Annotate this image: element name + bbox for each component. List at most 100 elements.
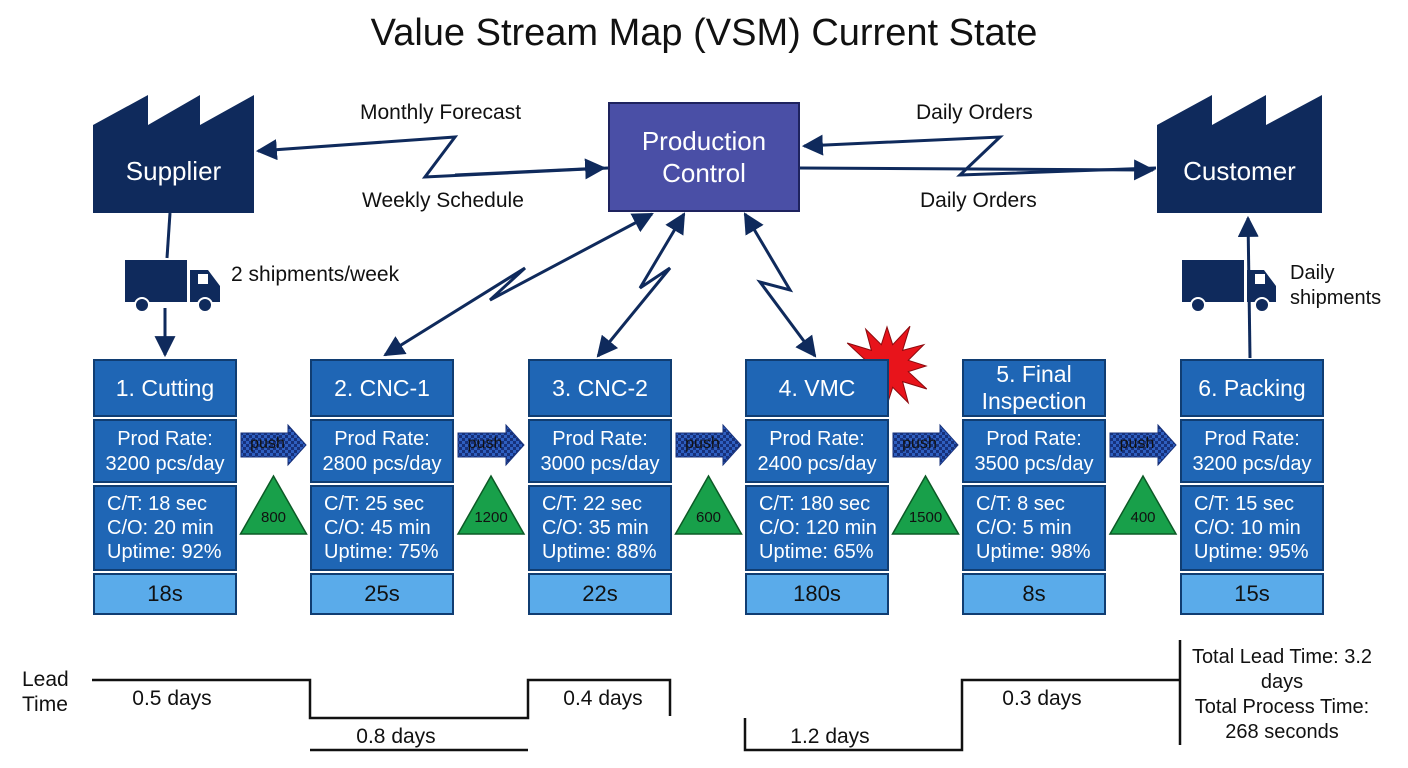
changeover-time: C/O: 5 min	[976, 517, 1072, 539]
supplier-flow-line	[165, 212, 172, 259]
inventory-triangle-icon	[1108, 474, 1178, 535]
daily-orders-in-arrow	[801, 134, 1157, 177]
process-rate: Prod Rate: 3000 pcs/day	[528, 419, 672, 483]
process-name: 2. CNC-1	[310, 359, 454, 417]
uptime: Uptime: 98%	[976, 541, 1091, 563]
inventory-value: 1200	[474, 509, 508, 526]
uptime: Uptime: 65%	[759, 541, 874, 563]
lead-time-segment: 0.3 days	[1002, 687, 1082, 710]
lead-time-segment: 0.8 days	[356, 725, 436, 748]
daily-orders-in-label: Daily Orders	[916, 101, 1033, 124]
changeover-time: C/O: 35 min	[542, 517, 649, 539]
page-title: Value Stream Map (VSM) Current State	[370, 12, 1038, 54]
changeover-time: C/O: 45 min	[324, 517, 431, 539]
customer-shipments-line2: shipments	[1290, 287, 1382, 309]
push-label: push	[685, 435, 720, 452]
cycle-time: C/T: 18 sec	[107, 493, 208, 515]
rate-value: 3500 pcs/day	[974, 453, 1094, 475]
push-arrow-icon	[892, 423, 959, 467]
production-control-box: Production Control	[608, 102, 800, 212]
supplier-factory-icon	[93, 95, 254, 213]
push-label: push	[467, 435, 503, 452]
process-time: 180s	[745, 573, 889, 615]
inventory-value: 1500	[908, 509, 943, 526]
process-time: 15s	[1180, 573, 1324, 615]
customer-shipments-line1: Daily	[1290, 262, 1335, 284]
push-arrow-icon	[1109, 423, 1177, 467]
inventory-value: 600	[695, 509, 722, 526]
supplier-shipments-label: 2 shipments/week	[231, 263, 400, 286]
rate-value: 3200 pcs/day	[1192, 453, 1312, 475]
customer-factory-icon	[1157, 95, 1322, 213]
process-time: 8s	[962, 573, 1106, 615]
uptime: Uptime: 92%	[107, 541, 222, 563]
rate-value: 2800 pcs/day	[322, 453, 442, 475]
cycle-time: C/T: 15 sec	[1194, 493, 1295, 515]
process-rate: Prod Rate: 3500 pcs/day	[962, 419, 1106, 483]
lead-time-segment: 0.5 days	[132, 687, 212, 710]
lead-time-segment: 1.2 days	[790, 725, 870, 748]
customer-truck-icon	[1182, 260, 1276, 313]
process-time: 25s	[310, 573, 454, 615]
uptime: Uptime: 88%	[542, 541, 657, 563]
rate-label: Prod Rate:	[769, 428, 865, 450]
inventory-triangle-icon	[239, 474, 308, 535]
uptime: Uptime: 75%	[324, 541, 439, 563]
weekly-schedule-line	[454, 158, 607, 180]
supplier-label: Supplier	[125, 156, 222, 186]
changeover-time: C/O: 10 min	[1194, 517, 1301, 539]
daily-orders-out-label: Daily Orders	[920, 189, 1037, 212]
totals-box: Total Lead Time: 3.2 days Total Process …	[1182, 645, 1382, 745]
uptime: Uptime: 95%	[1194, 541, 1309, 563]
process-name: 1. Cutting	[93, 359, 237, 417]
process-name: 6. Packing	[1180, 359, 1324, 417]
supplier-truck-icon	[125, 260, 220, 313]
weekly-schedule-label: Weekly Schedule	[362, 189, 524, 212]
rate-label: Prod Rate:	[552, 428, 648, 450]
changeover-time: C/O: 20 min	[107, 517, 214, 539]
cycle-time: C/T: 180 sec	[759, 493, 871, 515]
monthly-forecast-label: Monthly Forecast	[360, 101, 522, 124]
lead-time-ladder	[92, 640, 1182, 752]
process-rate: Prod Rate:3200 pcs/day	[93, 419, 237, 483]
pc-to-cnc1-arrow	[383, 212, 654, 357]
production-control-line2: Control	[662, 158, 746, 188]
rate-value: 3000 pcs/day	[540, 453, 660, 475]
inventory-triangle-icon	[456, 474, 526, 535]
push-label: push	[1119, 435, 1155, 452]
push-arrow-icon	[675, 423, 742, 467]
cycle-time: C/T: 8 sec	[976, 493, 1065, 515]
inventory-value: 800	[260, 509, 287, 526]
total-lead-time: Total Lead Time: 3.2 days	[1191, 646, 1373, 693]
pc-to-cnc2-arrow	[596, 212, 686, 358]
inventory-value: 400	[1130, 509, 1156, 526]
process-rate: Prod Rate:3200 pcs/day	[1180, 419, 1324, 483]
push-label: push	[250, 435, 285, 452]
inventory-triangle-icon	[891, 474, 960, 535]
rate-value: 2400 pcs/day	[757, 453, 877, 475]
rate-label: Prod Rate:	[986, 428, 1082, 450]
process-name: 5. Final Inspection	[962, 359, 1106, 417]
changeover-time: C/O: 120 min	[759, 517, 877, 539]
rate-label: Prod Rate:	[334, 428, 430, 450]
process-rate: Prod Rate: 2800 pcs/day	[310, 419, 454, 483]
inventory-triangle-icon	[674, 474, 743, 535]
rate-label: Prod Rate:	[117, 428, 213, 450]
cycle-time: C/T: 22 sec	[542, 493, 643, 515]
process-name: 4. VMC	[745, 359, 889, 417]
push-label: push	[902, 435, 937, 452]
push-arrow-icon	[240, 423, 307, 467]
production-control-line1: Production	[641, 126, 767, 156]
process-name: 3. CNC-2	[528, 359, 672, 417]
customer-label: Customer	[1183, 156, 1296, 186]
lead-time-label-line2: Time	[22, 693, 68, 716]
pc-to-vmc-arrow	[743, 212, 817, 358]
process-time: 18s	[93, 573, 237, 615]
